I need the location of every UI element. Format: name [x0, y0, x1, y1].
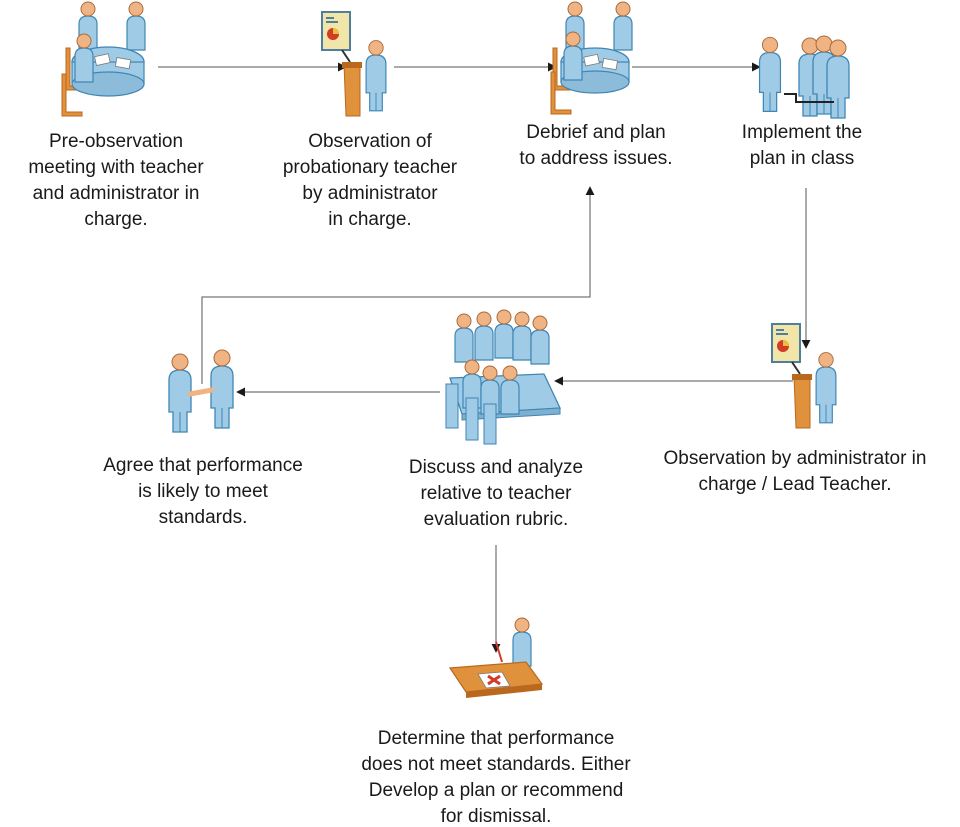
- step-label-implement: Implement the plan in class: [704, 120, 900, 172]
- label-line: Determine that performance: [377, 728, 615, 749]
- step-label-agree: Agree that performance is likely to meet…: [80, 453, 326, 531]
- handshake-icon: [168, 349, 234, 433]
- label-line: does not meet standards. Either: [361, 754, 631, 775]
- label-line: Pre-observation: [48, 131, 184, 152]
- label-line: Observation of: [308, 131, 432, 152]
- label-line: Develop a plan or recommend: [368, 780, 624, 801]
- presenter-lectern-icon: [771, 323, 837, 429]
- step-label-observation-lead: Observation by administrator in charge /…: [640, 446, 950, 498]
- step-label-discuss: Discuss and analyze relative to teacher …: [383, 455, 609, 533]
- label-line: charge.: [84, 209, 148, 230]
- label-line: plan in class: [749, 148, 855, 169]
- label-line: to address issues.: [519, 148, 673, 169]
- presenter-lectern-icon: [321, 11, 387, 117]
- label-line: Observation by administrator in: [663, 448, 927, 469]
- label-line: in charge.: [328, 209, 412, 230]
- label-line: by administrator: [302, 183, 438, 204]
- label-line: for dismissal.: [440, 806, 552, 827]
- label-line: Implement the: [741, 122, 863, 143]
- step-label-debrief: Debrief and plan to address issues.: [498, 120, 694, 172]
- meeting-table-icon: [550, 1, 633, 115]
- step-label-determine: Determine that performance does not meet…: [336, 726, 656, 827]
- label-line: evaluation rubric.: [423, 509, 569, 530]
- meeting-table-icon: [61, 1, 146, 117]
- label-line: is likely to meet: [138, 481, 268, 502]
- desk-review-icon: [448, 617, 544, 698]
- step-label-observation-probationary: Observation of probationary teacher by a…: [272, 129, 468, 233]
- class-group-icon: [758, 35, 850, 119]
- label-line: standards.: [158, 507, 248, 528]
- label-line: and administrator in: [32, 183, 200, 204]
- conference-table-icon: [445, 309, 561, 445]
- step-label-pre-observation: Pre-observation meeting with teacher and…: [18, 129, 214, 233]
- label-line: probationary teacher: [282, 157, 458, 178]
- label-line: relative to teacher: [420, 483, 572, 504]
- label-line: charge / Lead Teacher.: [698, 474, 892, 495]
- label-line: Agree that performance: [103, 455, 303, 476]
- label-line: Discuss and analyze: [408, 457, 584, 478]
- label-line: meeting with teacher: [28, 157, 204, 178]
- connector-agree-to-debrief: [201, 186, 595, 384]
- label-line: Debrief and plan: [526, 122, 666, 143]
